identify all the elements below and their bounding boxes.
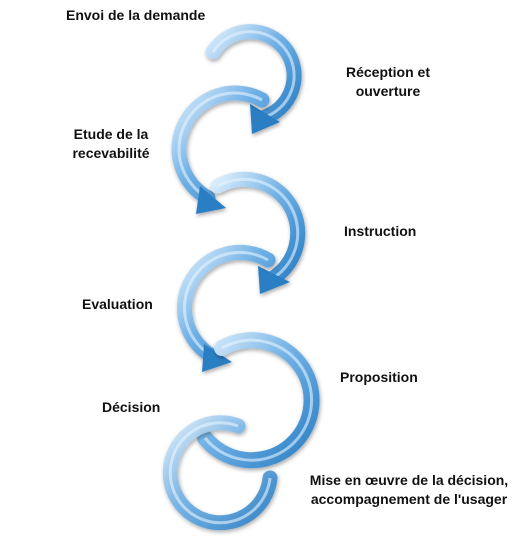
- step-label-recevabilite: Etude de la recevabilité: [72, 126, 150, 161]
- arrowhead-3: [258, 266, 290, 294]
- arrow-6: [162, 415, 278, 531]
- step-label-instruction: Instruction: [344, 223, 417, 239]
- arrowhead-4: [202, 344, 232, 372]
- step-label-envoi: Envoi de la demande: [66, 7, 206, 23]
- step-label-mise-en-oeuvre: Mise en œuvre de la décision, accompagne…: [309, 472, 509, 507]
- arrow-3: [210, 171, 306, 294]
- arrowhead-1: [250, 104, 280, 134]
- arrow-1: [205, 24, 302, 134]
- arrow-2: [171, 85, 270, 214]
- step-label-decision: Décision: [102, 399, 161, 415]
- step-label-proposition: Proposition: [340, 369, 418, 385]
- arrow-5: [190, 332, 320, 469]
- arrow-4: [176, 244, 276, 372]
- step-label-reception: Réception et ouverture: [345, 64, 430, 99]
- arrowhead-2: [196, 186, 226, 214]
- step-label-evaluation: Evaluation: [82, 296, 153, 312]
